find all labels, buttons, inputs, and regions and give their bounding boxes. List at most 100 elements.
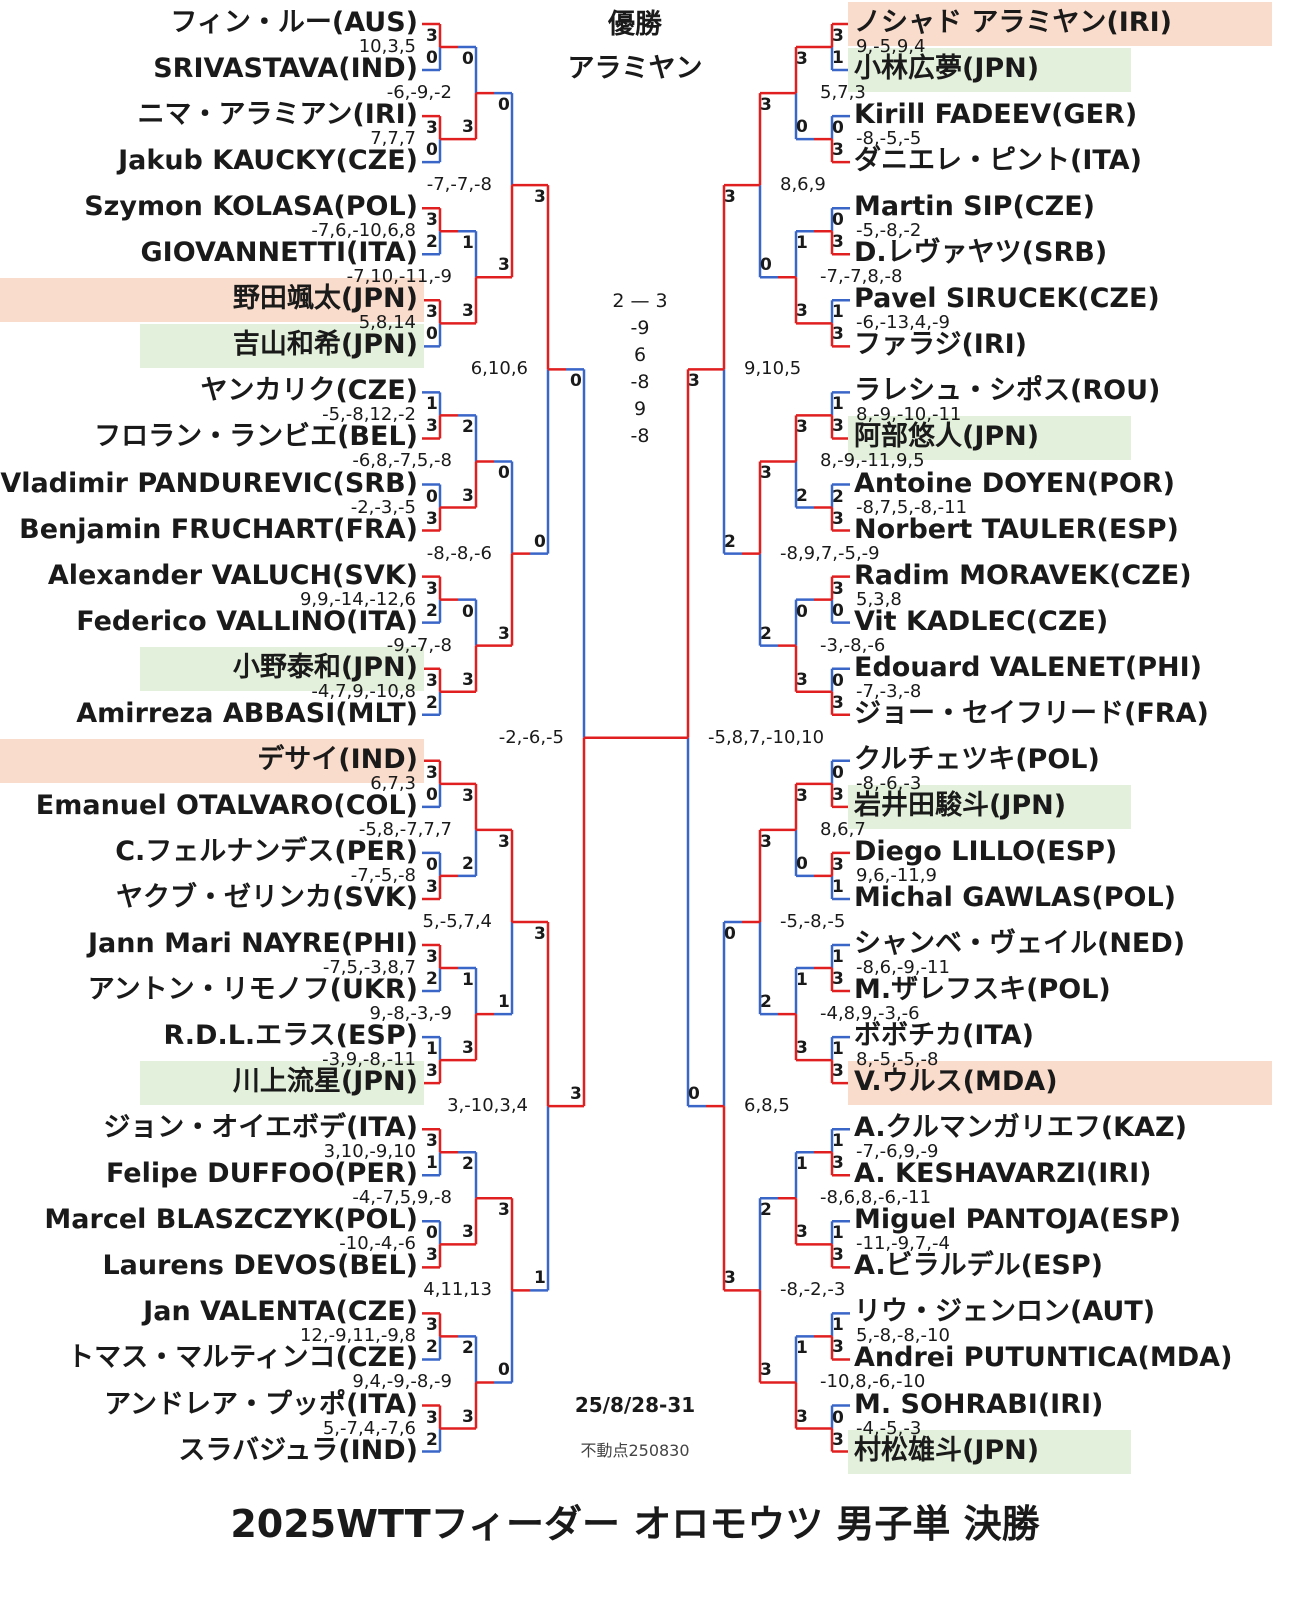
final-set-score: 2 — 3 <box>600 288 680 315</box>
game-scores: -4,8,9,-3,-6 <box>820 1003 920 1025</box>
match-score: 0 <box>462 601 474 622</box>
match-score: 3 <box>832 508 844 529</box>
champion-name: アラミヤン <box>567 53 703 84</box>
final-match-score: 2 — 3 -9 6 -8 9 -8 <box>600 288 680 450</box>
game-scores: -10,-4,-6 <box>339 1233 416 1255</box>
match-score: 0 <box>832 670 844 691</box>
game-scores: 6,8,5 <box>744 1095 790 1117</box>
match-score: 1 <box>832 302 844 323</box>
match-score: 0 <box>498 463 510 484</box>
player-name: Amirreza ABBASI(MLT) <box>76 697 418 729</box>
player-name: Kirill FADEEV(GER) <box>854 99 1138 131</box>
player-name: ボボチカ(ITA) <box>854 1020 1034 1052</box>
game-scores: 5,8,14 <box>358 312 416 334</box>
match-score: 1 <box>796 233 808 254</box>
player-name: ノシャド アラミヤン(IRI) <box>854 7 1172 38</box>
match-score: 2 <box>426 1429 438 1450</box>
game-scores: 5,7,3 <box>820 82 866 104</box>
game-scores: 5,-8,-8,-10 <box>856 1325 950 1347</box>
match-score: 3 <box>462 1222 474 1243</box>
match-score: 0 <box>760 255 772 276</box>
match-score: 3 <box>426 670 438 691</box>
match-score: 1 <box>796 1154 808 1175</box>
game-scores: 5,-5,7,4 <box>422 910 492 932</box>
game-scores: 5,-7,4,-7,6 <box>322 1417 416 1439</box>
player-name: Diego LILLO(ESP) <box>854 835 1118 867</box>
player-highlight <box>848 2 1272 46</box>
match-score: 3 <box>426 210 438 231</box>
match-score: 3 <box>796 1038 808 1059</box>
game-scores: -8,6,8,-6,-11 <box>820 1187 932 1209</box>
match-score: 1 <box>832 1131 844 1152</box>
match-score: 2 <box>760 1200 772 1221</box>
match-score: 0 <box>832 210 844 231</box>
player-name: アンドレア・プッポ(ITA) <box>104 1388 418 1420</box>
player-name: Edouard VALENET(PHI) <box>854 651 1202 683</box>
game-scores: -7,-6,9,-9 <box>856 1141 939 1163</box>
match-score: 1 <box>426 1039 438 1060</box>
player-highlight <box>848 1429 1131 1474</box>
game-scores: 9,6,-11,9 <box>856 864 937 886</box>
game-scores: -8,9,7,-5,-9 <box>780 542 880 564</box>
game-scores: -6,8,-7,5,-8 <box>352 450 452 472</box>
player-name: トマス・マルティンコ(CZE) <box>67 1342 418 1374</box>
match-score: 3 <box>688 371 700 392</box>
player-name: Federico VALLINO(ITA) <box>76 605 418 637</box>
game-scores: 5,3,8 <box>856 588 902 610</box>
game-scores: -7,-5,-8 <box>350 864 416 886</box>
game-scores: -10,8,-6,-10 <box>820 1371 926 1393</box>
match-score: 3 <box>796 301 808 322</box>
match-score: 3 <box>498 831 510 852</box>
player-highlight <box>140 1061 424 1106</box>
game-scores: -8,-5,-5 <box>856 128 922 150</box>
match-score: 3 <box>462 785 474 806</box>
match-score: 3 <box>426 118 438 139</box>
event-date: 25/8/28-31 <box>574 1393 696 1417</box>
match-score: 3 <box>832 140 844 161</box>
game-scores: 6,7,3 <box>370 772 416 794</box>
match-score: 3 <box>498 623 510 644</box>
match-score: 3 <box>832 324 844 345</box>
match-score: 0 <box>796 601 808 622</box>
match-score: 3 <box>462 669 474 690</box>
game-scores: -8,-6,-3 <box>856 772 922 794</box>
match-score: 3 <box>426 26 438 46</box>
match-score: 3 <box>570 1084 582 1105</box>
match-score: 3 <box>426 416 438 437</box>
player-name: 小野泰和(JPN) <box>232 651 418 683</box>
match-score: 3 <box>832 26 844 46</box>
game-scores: 8,-9,-11,9,5 <box>820 450 925 472</box>
player-name: V.ウルス(MDA) <box>854 1066 1058 1098</box>
match-score: 0 <box>796 117 808 138</box>
match-score: 0 <box>426 1223 438 1244</box>
match-score: 3 <box>426 578 438 599</box>
player-name: 川上流星(JPN) <box>232 1066 418 1098</box>
match-score: 2 <box>426 969 438 990</box>
final-score-dash: — <box>630 290 650 312</box>
player-name: D.レヴァヤツ(SRB) <box>854 237 1108 269</box>
match-score: 2 <box>760 623 772 644</box>
match-score: 3 <box>832 969 844 990</box>
player-name: Laurens DEVOS(BEL) <box>102 1250 418 1282</box>
player-name: Emanuel OTALVARO(COL) <box>35 789 418 821</box>
game-scores: -4,-7,5,9,-8 <box>352 1187 452 1209</box>
match-score: 3 <box>462 117 474 138</box>
game-scores: -8,7,5,-8,-11 <box>856 496 968 518</box>
player-highlight <box>140 646 424 691</box>
match-score: 0 <box>498 1360 510 1381</box>
match-score: 3 <box>832 1245 844 1266</box>
match-score: 0 <box>724 923 736 944</box>
game-scores: 8,6,7 <box>820 818 866 840</box>
match-score: 3 <box>760 95 772 116</box>
match-score: 0 <box>534 531 546 552</box>
game-scores: -8,6,-9,-11 <box>856 957 950 979</box>
match-score: 2 <box>462 417 474 438</box>
match-score: 2 <box>724 531 736 552</box>
match-score: 1 <box>832 48 844 69</box>
final-score-left: 2 <box>612 290 625 312</box>
match-score: 1 <box>462 233 474 254</box>
match-score: 3 <box>832 232 844 253</box>
match-score: 1 <box>498 992 510 1013</box>
match-score: 2 <box>426 232 438 253</box>
game-scores: 3,10,-9,10 <box>323 1141 416 1163</box>
